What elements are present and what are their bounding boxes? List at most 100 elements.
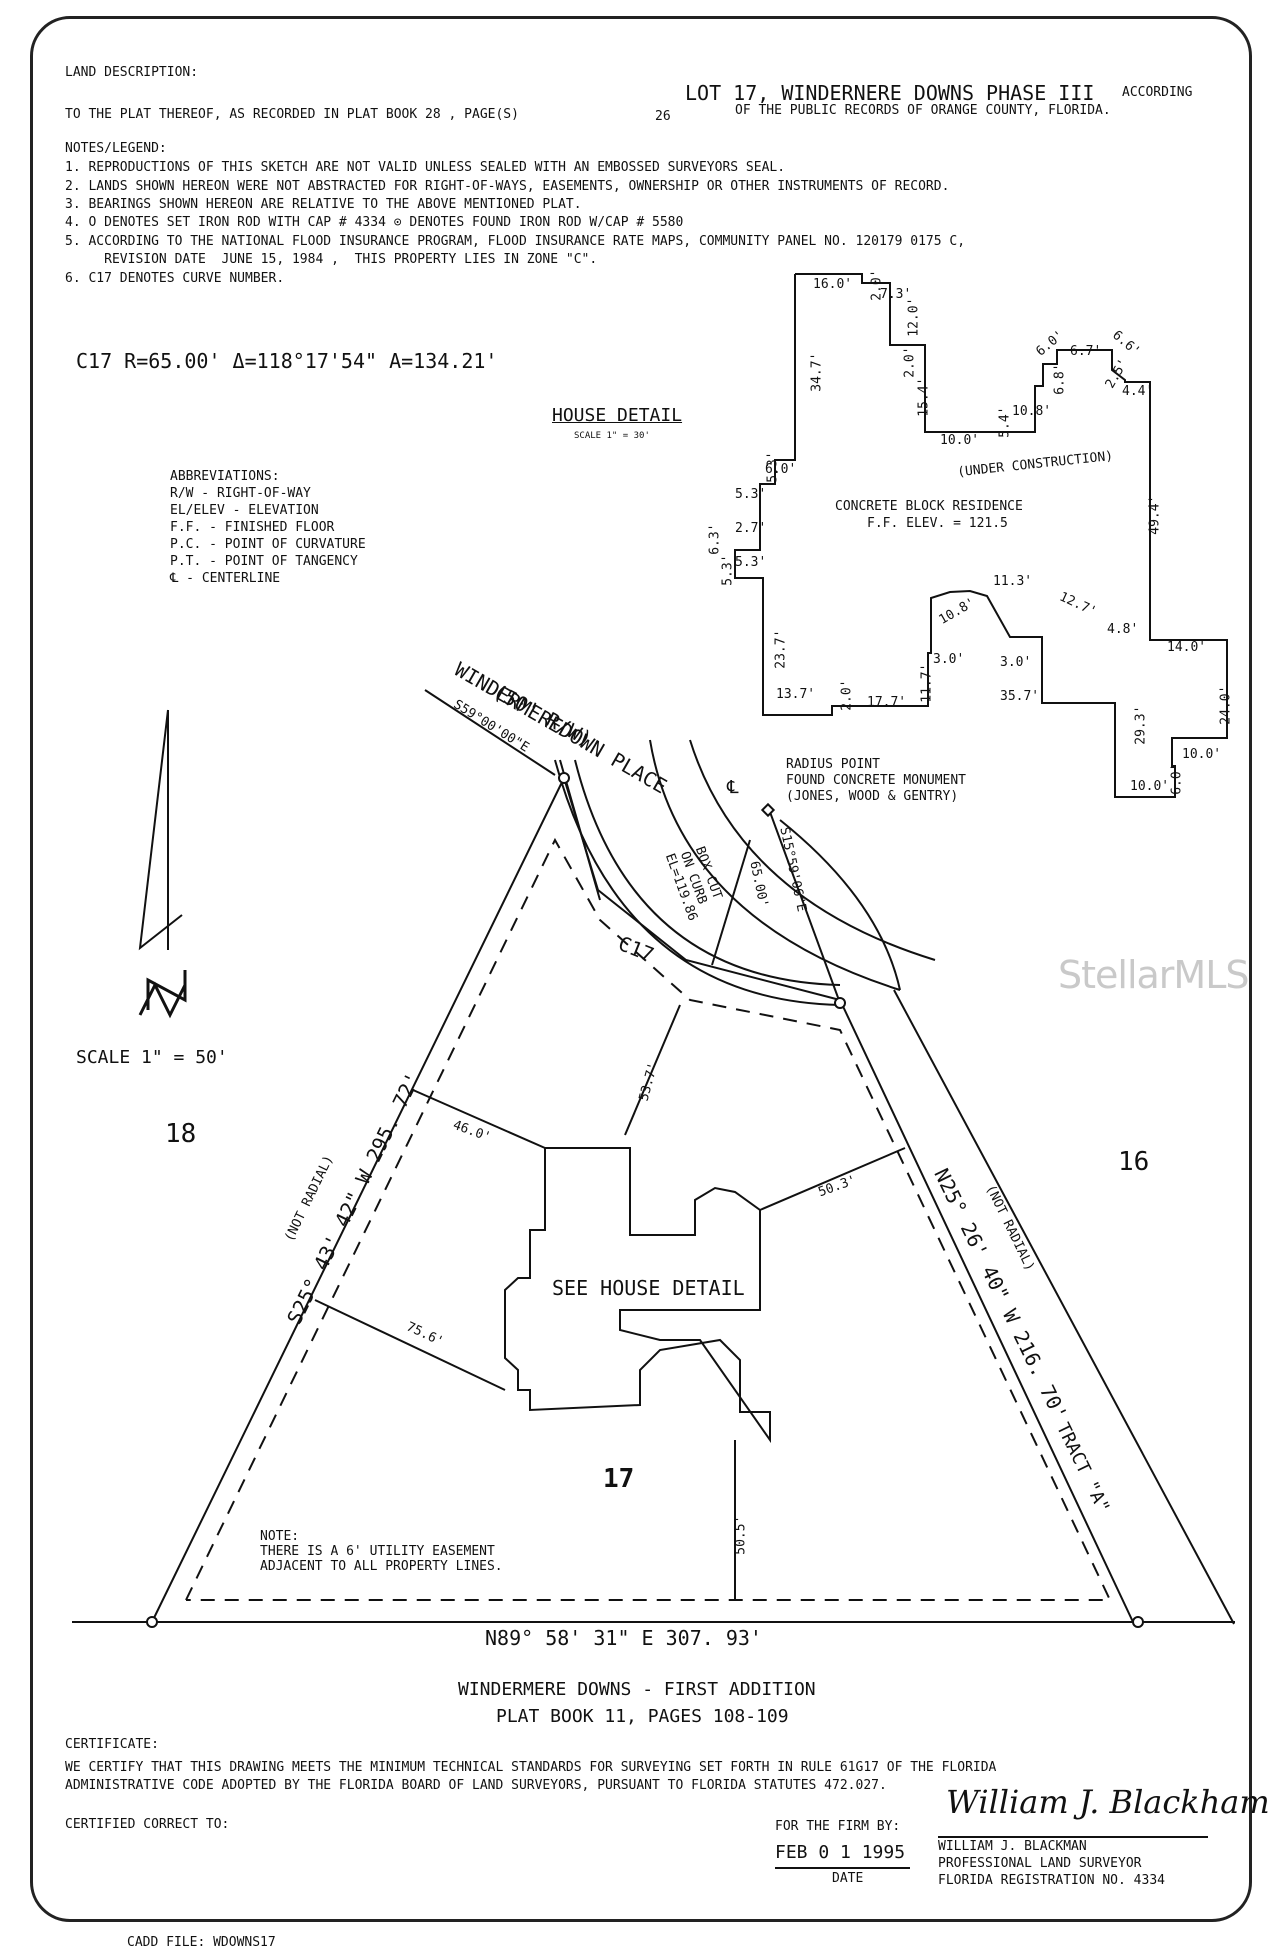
house-dim: 10.0' [1130, 779, 1170, 794]
plat-page-number: 26 [655, 109, 671, 124]
certificate-text: ADMINISTRATIVE CODE ADOPTED BY THE FLORI… [65, 1778, 887, 1793]
note-item: 6. C17 DENOTES CURVE NUMBER. [65, 271, 285, 286]
note-item: 4. O DENOTES SET IRON ROD WITH CAP # 433… [65, 215, 684, 230]
for-firm-label: FOR THE FIRM BY: [775, 1819, 901, 1834]
see-house-detail-label: SEE HOUSE DETAIL [552, 1276, 745, 1300]
date-rule [775, 1867, 910, 1869]
residence-label: CONCRETE BLOCK RESIDENCE [835, 499, 1023, 514]
surveyor-signature: William J. Blackham [946, 1783, 1270, 1821]
surveyor-registration: FLORIDA REGISTRATION NO. 4334 [938, 1873, 1165, 1888]
radius-point-line: RADIUS POINT [786, 757, 880, 772]
house-dim: 49.4' [1147, 495, 1163, 535]
house-dim: 5.3' [735, 487, 767, 502]
monument-nw [558, 772, 570, 784]
house-dim: 3.0' [933, 652, 965, 667]
watermark: StellarMLS [1058, 953, 1250, 997]
note-item: 1. REPRODUCTIONS OF THIS SKETCH ARE NOT … [65, 160, 786, 175]
house-outline [734, 273, 1228, 798]
north-arrow [138, 709, 183, 951]
land-description-heading: LAND DESCRIPTION: [65, 65, 199, 80]
house-dim: 10.0' [940, 433, 980, 448]
easement-note-line: ADJACENT TO ALL PROPERTY LINES. [260, 1559, 503, 1574]
adjacent-plat-book: PLAT BOOK 11, PAGES 108-109 [496, 1706, 789, 1727]
house-dim: 5.3' [735, 555, 767, 570]
house-dim: 15.4' [916, 377, 932, 417]
road-arc-east [779, 819, 901, 991]
house-dim: 23.7' [773, 629, 789, 669]
lot-number-17: 17 [603, 1464, 635, 1494]
certificate-text: WE CERTIFY THAT THIS DRAWING MEETS THE M… [65, 1760, 997, 1775]
tract-line [893, 989, 1235, 1625]
abbreviation-item: F.F. - FINISHED FLOOR [170, 520, 335, 535]
abbreviation-item: R/W - RIGHT-OF-WAY [170, 486, 311, 501]
house-dim: 11.7' [919, 663, 935, 703]
surveyor-title: PROFESSIONAL LAND SURVEYOR [938, 1856, 1142, 1871]
house-dim: 10.0' [1182, 747, 1222, 762]
house-dim: 6.8' [1052, 363, 1068, 395]
house-dim: 34.7' [809, 352, 825, 392]
centerline-symbol: ℄ [727, 777, 739, 798]
house-dim: 13.7' [776, 687, 816, 702]
radius-point-monument [760, 802, 776, 818]
date-value: FEB 0 1 1995 [775, 1842, 906, 1863]
abbreviation-item: ℄ - CENTERLINE [170, 571, 281, 586]
road-arc-far [689, 739, 936, 961]
lot-description: LOT 17, WINDERNERE DOWNS PHASE III [685, 81, 1095, 105]
certificate-heading: CERTIFICATE: [65, 1737, 159, 1752]
west-setback-line-a [412, 1089, 546, 1149]
abbreviations-heading: ABBREVIATIONS: [170, 469, 280, 484]
radius-point-line: FOUND CONCRETE MONUMENT [786, 773, 967, 788]
house-detail-title: HOUSE DETAIL [552, 405, 683, 426]
notes-heading: NOTES/LEGEND: [65, 141, 167, 156]
note-item: 5. ACCORDING TO THE NATIONAL FLOOD INSUR… [65, 234, 966, 249]
house-dim: 29.3' [1133, 705, 1149, 745]
date-label: DATE [832, 1871, 864, 1886]
house-dim: 11.3' [993, 574, 1033, 589]
radius-line [769, 811, 841, 1004]
monument-ne [834, 997, 846, 1009]
note-item: 2. LANDS SHOWN HEREON WERE NOT ABSTRACTE… [65, 179, 950, 194]
house-dim: 17.7' [867, 695, 907, 710]
east-setback-line-a [759, 1147, 906, 1211]
house-dim: 3.0' [1000, 655, 1032, 670]
signature-rule [938, 1836, 1208, 1838]
abbreviation-item: P.T. - POINT OF TANGENCY [170, 554, 358, 569]
house-dim: 16.0' [813, 277, 853, 292]
radius-line [711, 839, 751, 966]
monument-sw [146, 1616, 158, 1628]
radius-point-line: (JONES, WOOD & GENTRY) [786, 789, 959, 804]
easement-note-line: NOTE: [260, 1529, 300, 1544]
street-line [424, 689, 556, 776]
house-dim: 6.0' [765, 462, 797, 477]
road-arc-center [649, 739, 901, 991]
house-dim: 35.7' [1000, 689, 1040, 704]
abbreviation-item: EL/ELEV - ELEVATION [170, 503, 319, 518]
curve-data: C17 R=65.00' Δ=118°17'54" A=134.21' [76, 349, 498, 373]
surveyor-name: WILLIAM J. BLACKMAN [938, 1839, 1087, 1854]
house-detail-scale: SCALE 1" = 30' [574, 431, 650, 441]
house-dim: 4.8' [1107, 622, 1139, 637]
north-letter-glyph [138, 970, 187, 1019]
road-arc-inner [574, 759, 841, 986]
ff-elevation-label: F.F. ELEV. = 121.5 [867, 516, 1008, 531]
according-text: ACCORDING [1122, 85, 1193, 100]
note-item: 3. BEARINGS SHOWN HEREON ARE RELATIVE TO… [65, 197, 582, 212]
house-dim: 5.3' [720, 554, 736, 586]
house-dim: 7.3' [880, 287, 912, 302]
setback-rear: 50.5' [733, 1515, 749, 1555]
house-dim: 10.8' [1012, 404, 1052, 419]
road-arc-outer [554, 759, 841, 1006]
front-setback-line [624, 1004, 681, 1136]
cadd-file-label: CADD FILE: WDOWNS17 [127, 1935, 276, 1950]
abbreviation-item: P.C. - POINT OF CURVATURE [170, 537, 366, 552]
house-dim: 14.0' [1167, 640, 1207, 655]
map-scale: SCALE 1" = 50' [76, 1047, 228, 1068]
house-dim: 5.4' [997, 406, 1013, 438]
house-dim: 2.7' [735, 521, 767, 536]
house-footprint [504, 1147, 771, 1444]
house-dim: 2.0' [902, 346, 918, 378]
house-dim: 24.0' [1218, 685, 1234, 725]
house-dim: 6.0' [1169, 763, 1185, 795]
adjacent-subdivision: WINDERMERE DOWNS - FIRST ADDITION [458, 1679, 816, 1700]
